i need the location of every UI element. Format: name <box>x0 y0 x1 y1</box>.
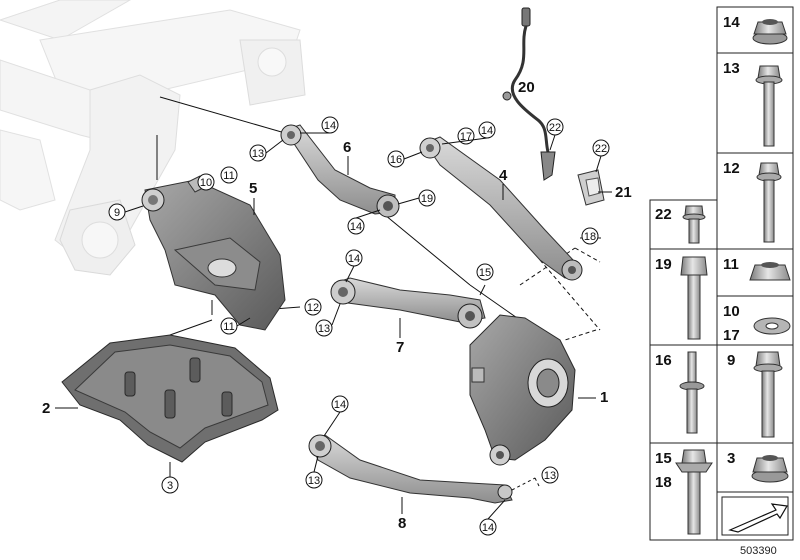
callout-14d: 14 <box>348 253 360 265</box>
upper-control-arm <box>280 124 400 218</box>
long-bolt-icon <box>756 162 782 243</box>
callout-11a: 11 <box>223 170 234 182</box>
callout-numbers: 9 10 11 11 12 13 13 13 13 14 14 14 14 14… <box>114 120 607 534</box>
callout-18: 18 <box>584 231 596 243</box>
flange-nut-icon <box>752 19 788 45</box>
label-part-20: 20 <box>518 79 535 96</box>
callout-10-circle <box>197 173 215 191</box>
callout-22a: 22 <box>549 122 561 134</box>
callout-19: 19 <box>421 193 433 205</box>
callout-9: 9 <box>114 207 120 219</box>
callout-17: 17 <box>460 131 472 143</box>
table-label-14: 14 <box>723 14 740 31</box>
diagram-code: 503390 <box>740 545 777 557</box>
callout-circles <box>108 116 610 536</box>
table-numbers: 14 13 12 22 19 11 10 17 16 9 15 18 3 <box>655 14 740 491</box>
callout-13c: 13 <box>308 475 320 487</box>
callout-14b: 14 <box>481 125 493 137</box>
callout-leaders <box>124 132 602 520</box>
callout-10: 10 <box>200 177 212 189</box>
callout-11a-circle <box>220 166 238 184</box>
label-part-5: 5 <box>249 180 257 197</box>
sensor-bracket <box>577 169 605 206</box>
callout-14a: 14 <box>324 120 336 132</box>
table-label-19: 19 <box>655 256 672 273</box>
callout-12: 12 <box>307 302 319 314</box>
callout-14c: 14 <box>350 221 362 233</box>
callout-22b: 22 <box>595 143 607 155</box>
table-label-10: 10 <box>723 303 740 320</box>
callout-14e: 14 <box>334 399 346 411</box>
camber-link <box>330 277 486 329</box>
label-part-2: 2 <box>42 400 50 417</box>
flange-nut-icon <box>751 455 789 483</box>
lower-link <box>308 434 513 504</box>
table-label-15: 15 <box>655 450 672 467</box>
subframe-ghost <box>0 0 306 276</box>
navigation-arrow-icon[interactable] <box>721 496 789 536</box>
callout-13d-circle <box>541 466 559 484</box>
label-part-21: 21 <box>615 184 632 201</box>
table-label-17: 17 <box>723 327 740 344</box>
table-label-16: 16 <box>655 352 672 369</box>
part-number-labels: 1 2 4 5 6 7 8 20 21 <box>42 79 632 532</box>
callout-3: 3 <box>167 480 173 492</box>
washer-icon <box>753 317 791 335</box>
callout-15: 15 <box>479 267 491 279</box>
table-label-3: 3 <box>727 450 735 467</box>
callout-13a: 13 <box>252 148 264 160</box>
long-bolt-icon <box>755 65 783 147</box>
underbody-panel <box>61 334 279 463</box>
short-bolt-icon <box>682 205 706 244</box>
hex-nut-icon <box>749 262 791 281</box>
table-label-18: 18 <box>655 474 672 491</box>
table-label-11: 11 <box>723 256 739 273</box>
callout-16: 16 <box>390 154 402 166</box>
fasteners-table <box>649 6 794 541</box>
label-part-1: 1 <box>600 389 608 406</box>
callout-11b: 11 <box>223 321 234 333</box>
label-part-4: 4 <box>499 167 508 184</box>
table-label-13: 13 <box>723 60 740 77</box>
callout-15-circle <box>476 263 494 281</box>
flange-bolt-icon <box>753 351 783 438</box>
callout-13d: 13 <box>544 470 556 482</box>
stud-bolt-icon <box>679 351 705 434</box>
callout-13b-circle <box>315 319 333 337</box>
table-label-22: 22 <box>655 206 672 223</box>
callout-13b: 13 <box>318 323 330 335</box>
hex-bolt-icon <box>680 256 708 340</box>
table-label-9: 9 <box>727 352 735 369</box>
eccentric-bolt-icon <box>675 449 713 535</box>
label-part-7: 7 <box>396 339 404 356</box>
callout-14f: 14 <box>482 522 494 534</box>
wheel-speed-sensor <box>502 7 556 181</box>
label-part-8: 8 <box>398 515 406 532</box>
label-part-6: 6 <box>343 139 351 156</box>
table-label-12: 12 <box>723 160 740 177</box>
toe-link <box>419 136 583 281</box>
wishbone-arm <box>141 175 286 331</box>
table-cell-nav <box>716 491 794 541</box>
callout-18-circle <box>581 227 599 245</box>
callout-12-circle <box>304 298 322 316</box>
leader-lines <box>156 96 602 491</box>
wheel-carrier <box>469 314 576 466</box>
